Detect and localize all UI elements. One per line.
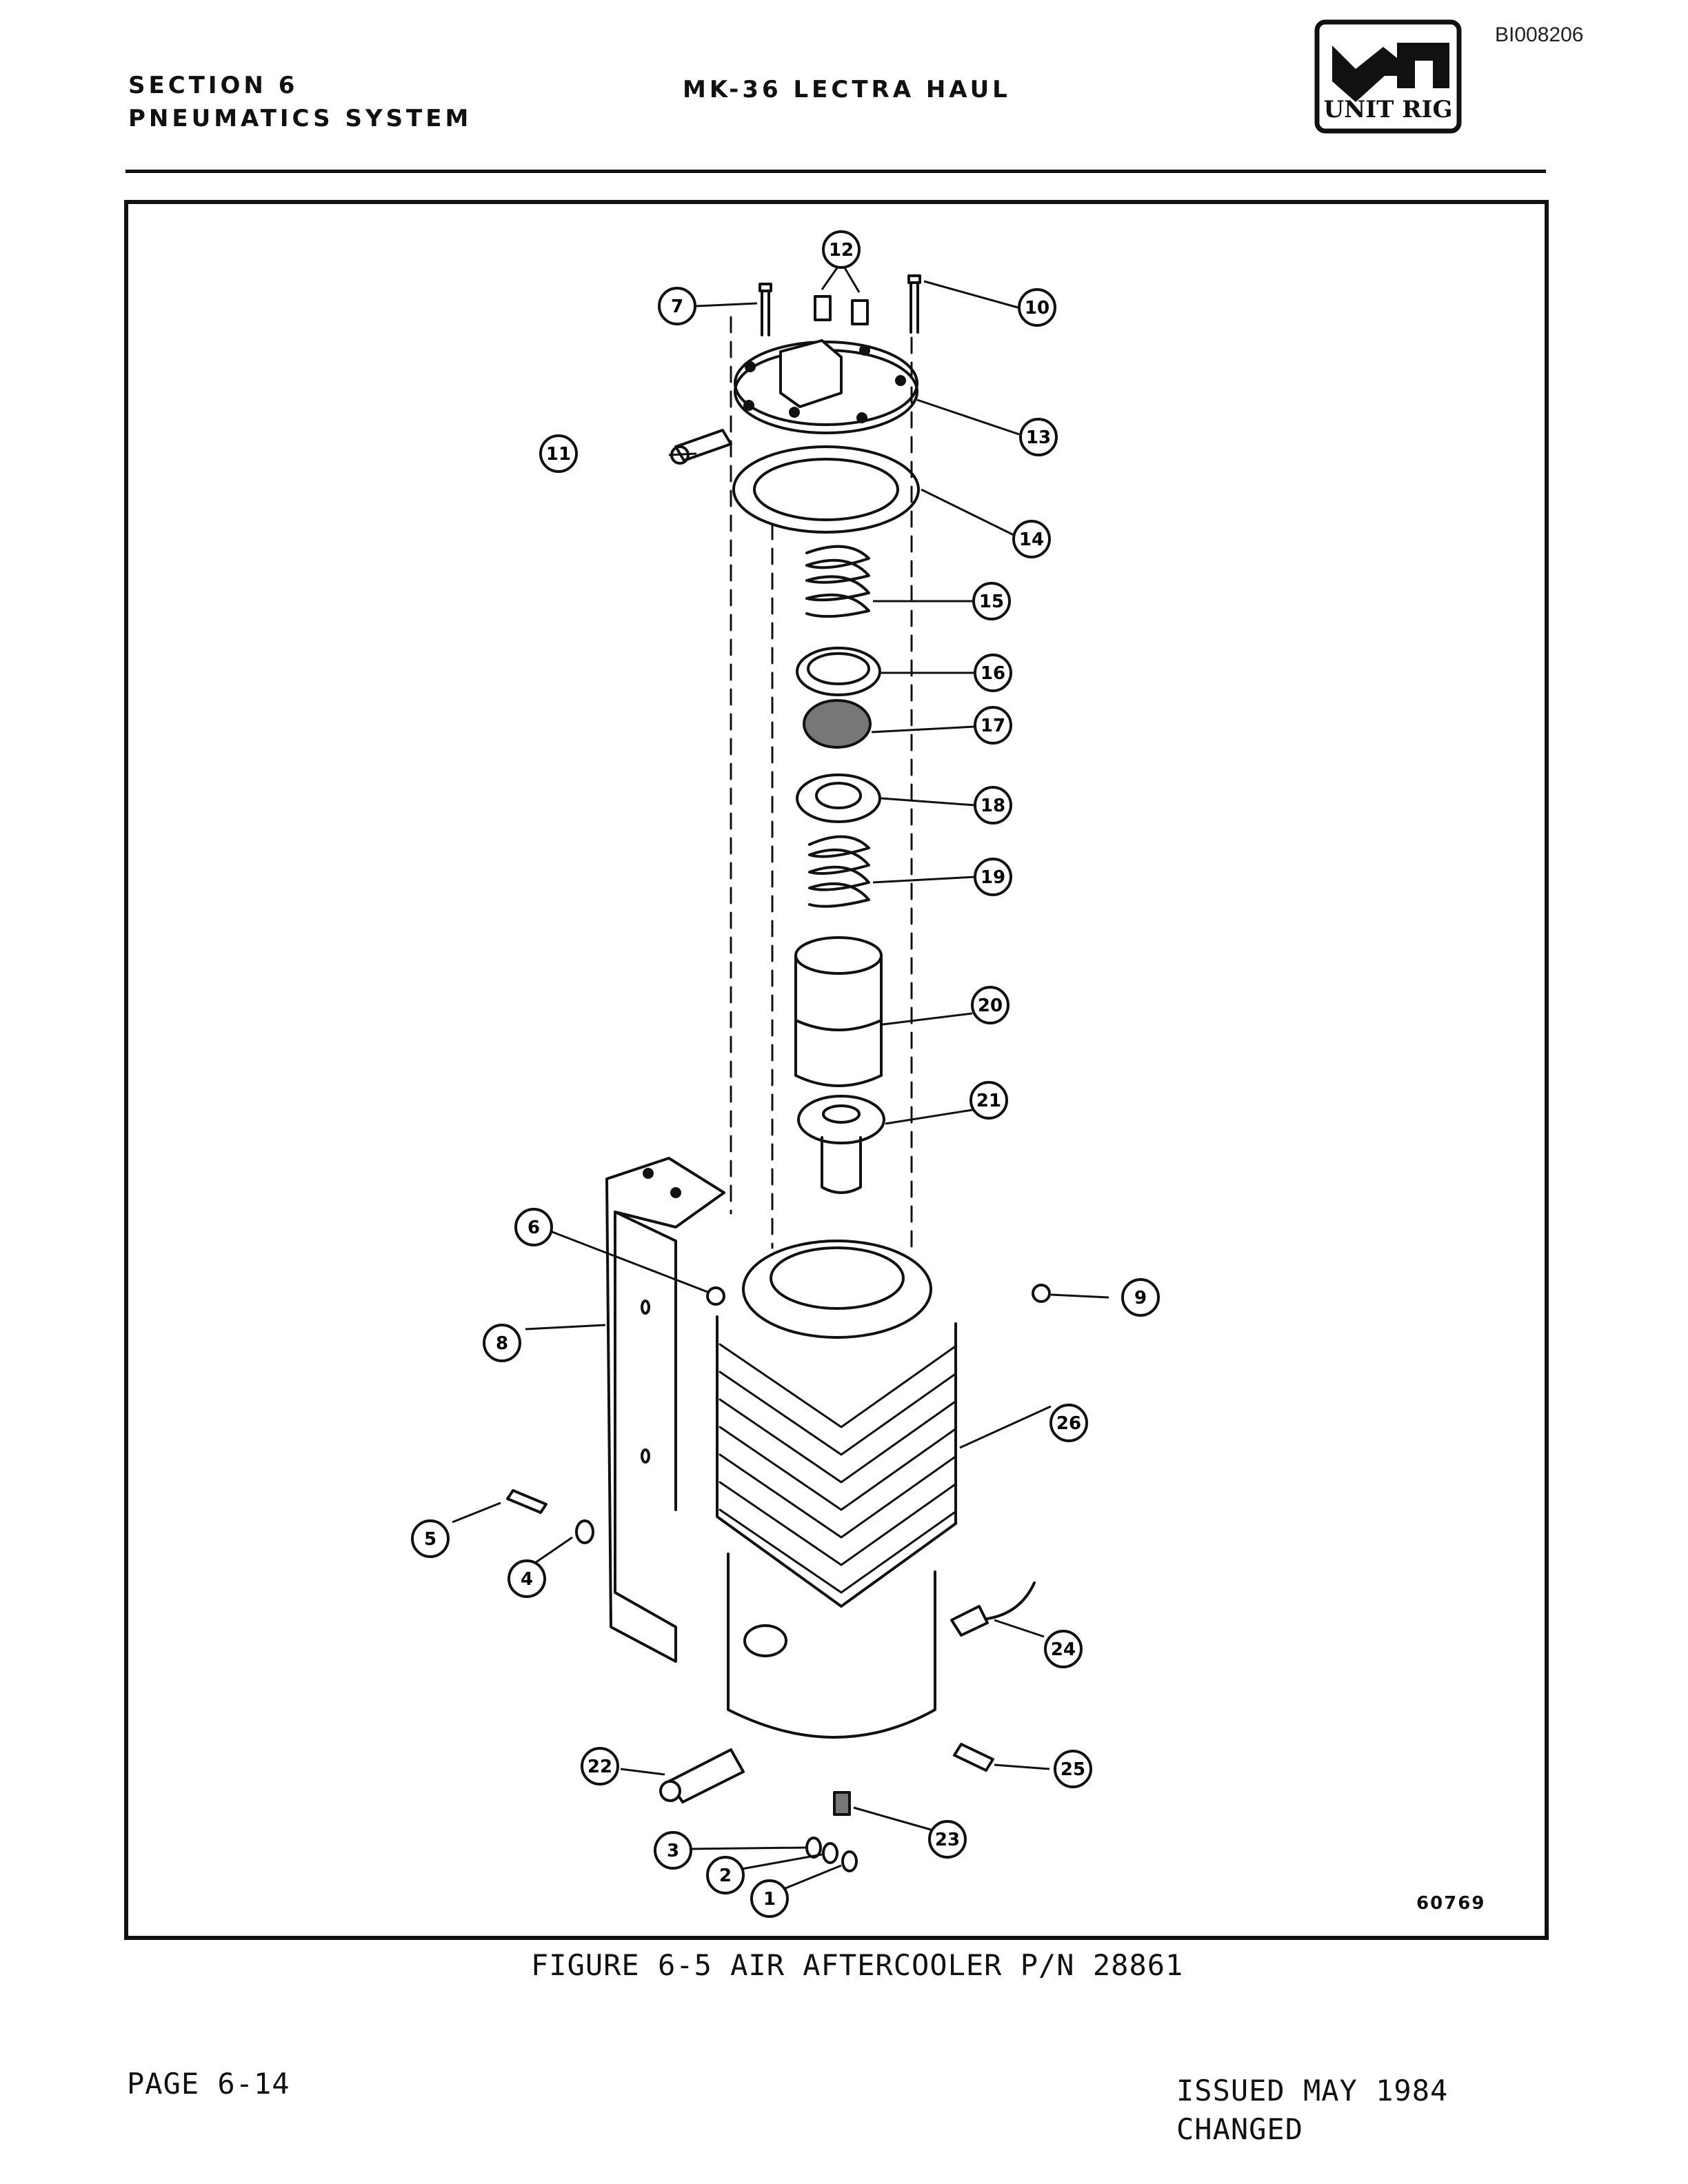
callout-14: 14 — [1012, 520, 1051, 558]
callout-17-label: 17 — [981, 716, 1005, 736]
callout-23-label: 23 — [935, 1830, 960, 1850]
callout-21: 21 — [969, 1081, 1008, 1120]
callout-18: 18 — [974, 786, 1012, 825]
callout-2: 2 — [706, 1856, 745, 1894]
drawing-number: 60769 — [1416, 1893, 1486, 1914]
callout-18-label: 18 — [981, 796, 1005, 816]
changed-label: CHANGED — [1176, 2112, 1304, 2146]
callout-13: 13 — [1019, 418, 1058, 456]
callout-26: 26 — [1049, 1404, 1088, 1442]
callout-17: 17 — [974, 706, 1012, 745]
callout-4: 4 — [508, 1559, 546, 1598]
callout-12: 12 — [822, 230, 861, 269]
bolt-10 — [907, 274, 921, 334]
callout-16: 16 — [974, 654, 1012, 692]
figure-frame: 12 7 10 11 13 14 15 16 17 18 19 20 21 6 … — [124, 200, 1549, 1940]
callout-3-label: 3 — [667, 1841, 679, 1861]
callout-25: 25 — [1054, 1750, 1092, 1788]
issued-date: ISSUED MAY 1984 — [1176, 2074, 1449, 2107]
callout-4-label: 4 — [521, 1569, 533, 1590]
callout-3: 3 — [654, 1831, 692, 1870]
callout-14-label: 14 — [1019, 529, 1044, 550]
callout-22: 22 — [581, 1747, 619, 1786]
callout-6-label: 6 — [528, 1217, 540, 1238]
svg-text:UNIT RIG: UNIT RIG — [1324, 96, 1453, 123]
callout-7: 7 — [658, 287, 696, 325]
callout-8: 8 — [483, 1324, 521, 1362]
callout-22-label: 22 — [587, 1757, 612, 1777]
callout-bubbles: 12 7 10 11 13 14 15 16 17 18 19 20 21 6 … — [411, 230, 1160, 1918]
callout-26-label: 26 — [1056, 1413, 1081, 1434]
callout-11: 11 — [539, 434, 578, 473]
callout-19-label: 19 — [981, 867, 1005, 888]
bolt-7 — [758, 283, 772, 336]
callout-12-label: 12 — [829, 240, 854, 261]
callout-8-label: 8 — [496, 1333, 508, 1354]
callout-9-label: 9 — [1134, 1288, 1147, 1308]
callout-20: 20 — [971, 986, 1009, 1024]
callout-7-label: 7 — [671, 296, 683, 317]
callout-5-label: 5 — [424, 1529, 436, 1550]
callout-10: 10 — [1018, 288, 1056, 327]
callout-9: 9 — [1121, 1278, 1160, 1317]
section-title: SECTION 6 — [128, 72, 299, 99]
unit-rig-logo: UNIT RIG — [1314, 19, 1462, 134]
aftercooler-drawing — [506, 274, 1051, 1872]
callout-1: 1 — [750, 1879, 789, 1918]
callout-24: 24 — [1044, 1630, 1083, 1668]
callout-25-label: 25 — [1061, 1759, 1085, 1780]
callout-13-label: 13 — [1026, 427, 1051, 448]
callout-19: 19 — [974, 858, 1012, 896]
header-rule — [125, 170, 1546, 173]
model-title: MK-36 LECTRA HAUL — [683, 76, 1011, 103]
callout-21-label: 21 — [976, 1091, 1001, 1111]
callout-20-label: 20 — [978, 995, 1003, 1016]
callout-2-label: 2 — [719, 1866, 732, 1886]
callout-15: 15 — [972, 582, 1011, 620]
callout-15-label: 15 — [979, 592, 1004, 612]
leader-lines — [452, 261, 1109, 1897]
callout-6: 6 — [514, 1208, 553, 1246]
callout-10-label: 10 — [1025, 298, 1049, 318]
page-number: PAGE 6-14 — [127, 2067, 290, 2101]
figure-caption: FIGURE 6-5 AIR AFTERCOOLER P/N 28861 — [531, 1948, 1184, 1982]
subsection-title: PNEUMATICS SYSTEM — [128, 105, 472, 132]
callout-24-label: 24 — [1051, 1639, 1076, 1660]
callout-1-label: 1 — [763, 1889, 776, 1910]
callout-23: 23 — [928, 1820, 967, 1859]
document-id: BI008206 — [1495, 23, 1584, 46]
callout-5: 5 — [411, 1519, 450, 1558]
callout-11-label: 11 — [546, 444, 571, 465]
callout-16-label: 16 — [981, 663, 1005, 684]
